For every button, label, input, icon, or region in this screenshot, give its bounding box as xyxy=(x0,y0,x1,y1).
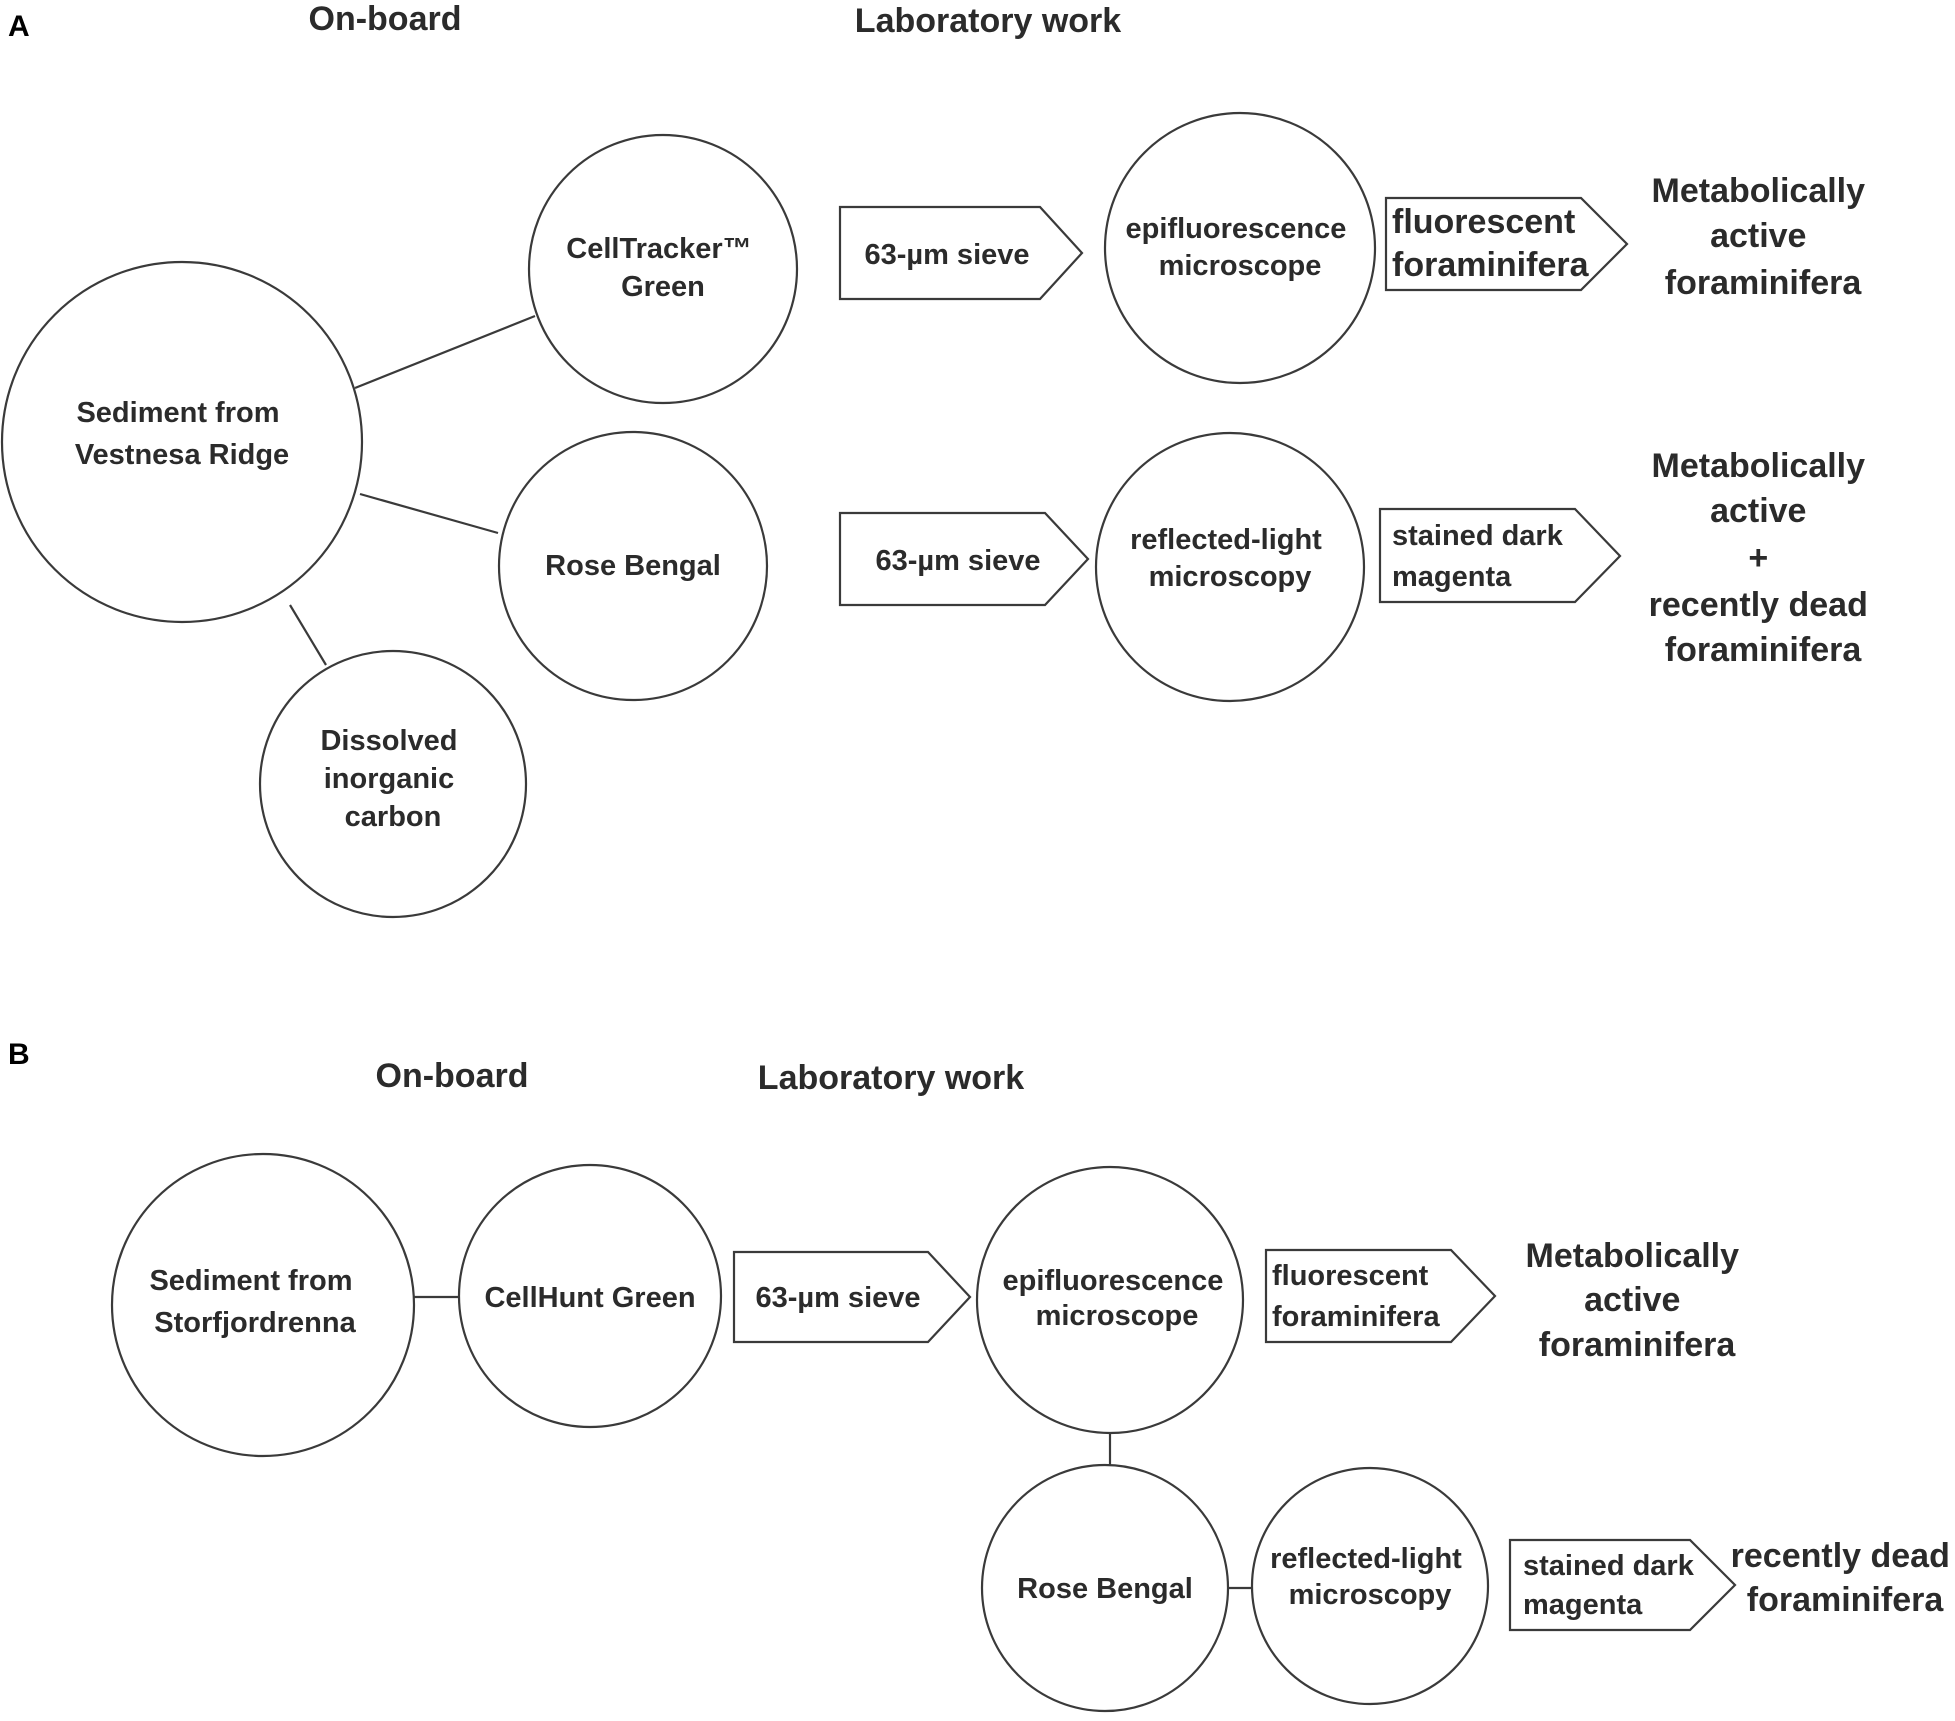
panel-b-onboard-title: On-board xyxy=(376,1057,529,1095)
dic-label: Dissolved inorganic carbon xyxy=(320,725,465,833)
epifluorescence-label-a: epifluorescence microscope xyxy=(1126,213,1355,282)
sediment-vestnesa-label: Sediment from Vestnesa Ridge xyxy=(75,397,289,471)
sieve-label-b: 63-µm sieve xyxy=(755,1282,920,1314)
rose-bengal-label-a: Rose Bengal xyxy=(545,550,721,582)
stained-arrow-b xyxy=(1508,1538,1737,1632)
connector-sediment-rosebengal xyxy=(359,492,499,535)
panel-b-label: B xyxy=(8,1038,30,1071)
panel-a-onboard-title: On-board xyxy=(309,0,462,38)
fluorescent-arrow-b xyxy=(1264,1248,1497,1344)
epifluorescence-node-a xyxy=(1103,111,1377,385)
reflected-light-node-b xyxy=(1250,1466,1490,1706)
epifluorescence-node-b xyxy=(975,1165,1245,1435)
stained-arrow-a xyxy=(1378,507,1622,604)
fluorescent-label-b: fluorescent foraminifera xyxy=(1272,1260,1440,1333)
sediment-storfjordrenna-label: Sediment from Storfjordrenna xyxy=(149,1265,360,1339)
panel-b-lab-title: Laboratory work xyxy=(758,1059,1024,1097)
result-a-bottom: Metabolically active + recently dead for… xyxy=(1649,447,1878,669)
connector-sediment-dic xyxy=(289,604,327,666)
reflected-light-label-b: reflected-light microscopy xyxy=(1270,1543,1470,1611)
cellhunt-green-node xyxy=(457,1163,723,1429)
rose-bengal-node-a xyxy=(497,430,769,702)
celltracker-green-label: CellTracker™ Green xyxy=(566,233,759,303)
sieve-arrow-a-bottom xyxy=(838,511,1090,607)
celltracker-green-node xyxy=(527,133,799,405)
panel-a-lab-title: Laboratory work xyxy=(855,2,1121,40)
cellhunt-green-label: CellHunt Green xyxy=(484,1282,695,1314)
dic-node xyxy=(258,649,528,919)
sediment-storfjordrenna-node xyxy=(110,1152,416,1458)
reflected-light-node-a xyxy=(1094,431,1366,703)
epifluorescence-label-b: epifluorescence microscope xyxy=(1003,1265,1232,1332)
stained-label-a: stained dark magenta xyxy=(1392,520,1571,593)
sediment-vestnesa-node xyxy=(0,260,364,624)
stained-label-b: stained dark magenta xyxy=(1523,1550,1702,1621)
panel-a-label: A xyxy=(8,10,30,43)
result-b-top: Metabolically active foraminifera xyxy=(1526,1237,1749,1364)
rose-bengal-label-b: Rose Bengal xyxy=(1017,1573,1193,1605)
sieve-arrow-a-top xyxy=(838,205,1084,301)
result-b-bottom: recently dead foraminifera xyxy=(1731,1537,1955,1619)
fluorescent-label-a: fluorescent foraminifera xyxy=(1392,203,1590,284)
sieve-arrow-b xyxy=(732,1250,972,1344)
result-a-top: Metabolically active foraminifera xyxy=(1652,172,1875,302)
connector-sediment-celltracker xyxy=(354,314,536,390)
sieve-label-a-top: 63-µm sieve xyxy=(864,239,1029,271)
sieve-label-a-bottom: 63-µm sieve xyxy=(875,545,1040,577)
fluorescent-arrow-a xyxy=(1384,196,1629,292)
reflected-light-label-a: reflected-light microscopy xyxy=(1130,524,1330,593)
rose-bengal-node-b xyxy=(980,1463,1230,1713)
